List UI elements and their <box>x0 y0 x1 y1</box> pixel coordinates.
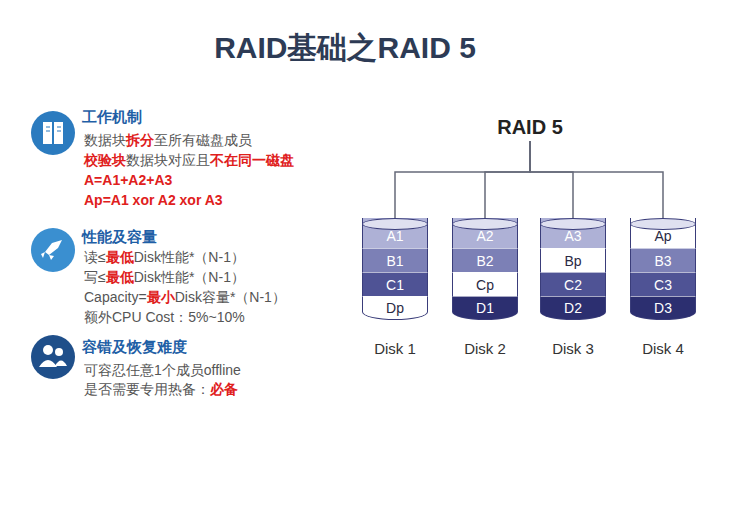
text-line: Ap=A1 xor A2 xor A3 <box>84 191 223 209</box>
data-block: C3 <box>630 272 696 296</box>
block-name: C2 <box>564 277 582 293</box>
block-name: C3 <box>654 277 672 293</box>
data-block: B3 <box>630 248 696 272</box>
body-text: Disk性能*（N-1） <box>134 249 245 265</box>
disk-name: Disk 1 <box>352 340 438 357</box>
text-line: 是否需要专用热备：必备 <box>84 380 238 398</box>
icon-circle <box>31 335 75 379</box>
block-name: D1 <box>476 300 494 316</box>
body-text: 可容忍任意1个成员offline <box>84 362 241 378</box>
data-block: C1 <box>362 272 428 296</box>
emphasis-text: 最低 <box>106 249 134 265</box>
block-name: B2 <box>476 253 493 269</box>
parity-block: Bp <box>540 248 606 272</box>
data-block: B2 <box>452 248 518 272</box>
people-icon <box>43 345 53 355</box>
tree-connector <box>395 141 530 218</box>
data-block: C2 <box>540 272 606 296</box>
data-block: D3 <box>630 296 696 320</box>
emphasis-text: 拆分 <box>126 132 154 148</box>
section-heading: 工作机制 <box>82 108 142 125</box>
text-line: 校验块数据块对应且不在同一磁盘 <box>84 151 294 169</box>
text-line: 数据块拆分至所有磁盘成员 <box>84 131 252 149</box>
emphasis-text: 不在同一磁盘 <box>210 152 294 168</box>
disk-cylinder: Disk 4ApB3C3D3 <box>630 218 696 320</box>
disk-name: Disk 3 <box>530 340 616 357</box>
body-text: 数据块对应且 <box>126 152 210 168</box>
text-line: 写≤最低Disk性能*（N-1） <box>84 268 245 286</box>
block-name: C1 <box>386 277 404 293</box>
raid-level: RAID 5 <box>497 116 563 138</box>
text-line: 工作机制 <box>82 108 142 126</box>
data-block: D1 <box>452 296 518 320</box>
text-line: 可容忍任意1个成员offline <box>84 361 241 379</box>
icon-circle <box>31 228 75 272</box>
text-line: 容错及恢复难度 <box>82 338 187 356</box>
text-line: A=A1+A2+A3 <box>84 171 172 189</box>
disk-top-cap <box>630 218 696 230</box>
book-icon <box>43 122 63 144</box>
text-line: Capacity=最小Disk容量*（N-1） <box>84 288 286 306</box>
disk-top-cap <box>540 218 606 230</box>
book-lines <box>46 127 61 131</box>
block-name: D2 <box>564 300 582 316</box>
section-heading: 容错及恢复难度 <box>82 338 187 355</box>
body-text: Disk性能*（N-1） <box>134 269 245 285</box>
emphasis-text: 校验块 <box>84 152 126 168</box>
people-icon <box>55 348 63 356</box>
body-text: Disk容量*（N-1） <box>175 289 286 305</box>
text-line: 性能及容量 <box>82 228 157 246</box>
block-name: Ap <box>654 228 671 244</box>
people-icon <box>39 360 67 367</box>
block-name: Cp <box>476 277 494 293</box>
body-text: 写≤ <box>84 269 106 285</box>
body-text: 读≤ <box>84 249 106 265</box>
data-block: B1 <box>362 248 428 272</box>
title: RAID基础之RAID 5 <box>0 28 690 69</box>
emphasis-text: A=A1+A2+A3 <box>84 172 172 188</box>
text-line: 额外CPU Cost：5%~10% <box>84 308 245 326</box>
body-text: 数据块 <box>84 132 126 148</box>
block-name: A2 <box>476 228 493 244</box>
block-name: A1 <box>386 228 403 244</box>
parity-block: Dp <box>362 296 428 320</box>
disk-cylinder: Disk 2A2B2CpD1 <box>452 218 518 320</box>
disk-top-cap <box>452 218 518 230</box>
disk-top-cap <box>362 218 428 230</box>
tree-connector <box>485 141 530 218</box>
rocket-icon <box>41 240 62 260</box>
block-name: Bp <box>564 253 581 269</box>
data-block: D2 <box>540 296 606 320</box>
disk-name: Disk 4 <box>620 340 706 357</box>
icon-circle <box>31 111 75 155</box>
emphasis-text: 最低 <box>106 269 134 285</box>
body-text: 额外CPU Cost：5%~10% <box>84 309 245 325</box>
block-name: D3 <box>654 300 672 316</box>
disk-cylinder: Disk 1A1B1C1Dp <box>362 218 428 320</box>
emphasis-text: 最小 <box>147 289 175 305</box>
tree-connector <box>530 141 573 218</box>
raid-label-node: RAID 5 <box>480 116 580 139</box>
block-name: B1 <box>386 253 403 269</box>
body-text: 是否需要专用热备： <box>84 381 210 397</box>
block-name: Dp <box>386 300 404 316</box>
disk-name: Disk 2 <box>442 340 528 357</box>
emphasis-text: 必备 <box>210 381 238 397</box>
parity-block: Cp <box>452 272 518 296</box>
block-name: B3 <box>654 253 671 269</box>
body-text: 至所有磁盘成员 <box>154 132 252 148</box>
tree-connector <box>530 141 663 218</box>
body-text: Capacity= <box>84 289 147 305</box>
disk-cylinder: Disk 3A3BpC2D2 <box>540 218 606 320</box>
emphasis-text: Ap=A1 xor A2 xor A3 <box>84 192 223 208</box>
block-name: A3 <box>564 228 581 244</box>
text-line: 读≤最低Disk性能*（N-1） <box>84 248 245 266</box>
section-heading: 性能及容量 <box>82 228 157 245</box>
